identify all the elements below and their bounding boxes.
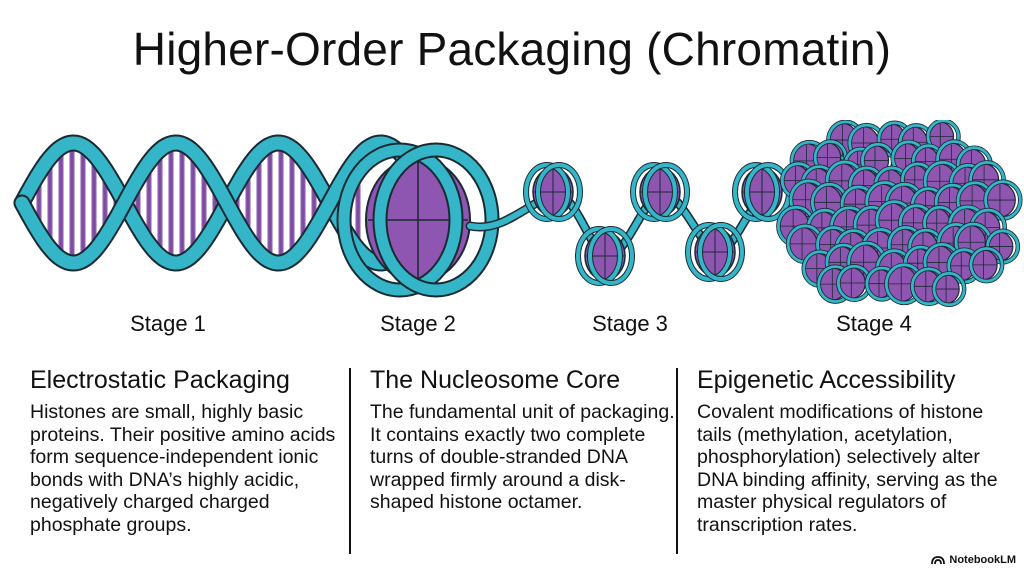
- bead-wrap: [686, 223, 732, 281]
- notebooklm-logo-icon: [931, 556, 946, 565]
- condensed-wrap: [932, 271, 966, 307]
- column-heading: The Nucleosome Core: [370, 366, 621, 394]
- bead-wrap: [588, 227, 634, 285]
- page-title: Higher-Order Packaging (Chromatin): [132, 23, 892, 75]
- stage-3-beads-on-string: [465, 162, 792, 286]
- stage-2-label: Stage 2: [380, 311, 456, 336]
- stage-4-condensed-chromatin: [776, 120, 1023, 308]
- stage-4-label: Stage 4: [836, 311, 912, 336]
- bead-wrap: [631, 163, 677, 221]
- brand-name: NotebookLM: [949, 554, 1016, 566]
- column-divider: [676, 368, 678, 554]
- bead-wrap: [576, 227, 622, 285]
- bead-wrap: [536, 163, 582, 221]
- column-heading: Electrostatic Packaging: [30, 366, 290, 394]
- column-nucleosome: The Nucleosome Core The fundamental unit…: [370, 366, 680, 514]
- bead-wrap: [733, 163, 779, 221]
- column-body: Covalent modifications of histone tails …: [697, 401, 998, 536]
- column-divider: [349, 368, 351, 554]
- bead-wrap: [643, 163, 689, 221]
- column-electrostatic: Electrostatic Packaging Histones are sma…: [30, 366, 340, 536]
- dna-wrap: [374, 144, 498, 296]
- bead-wrap: [698, 223, 744, 281]
- dna-strand-front: [15, 136, 425, 270]
- stage-1-double-helix: [13, 134, 427, 272]
- stage-3-label: Stage 3: [592, 311, 668, 336]
- chromatin-illustration: [13, 120, 1023, 308]
- condensed-wrap: [969, 247, 1004, 283]
- brand-watermark: NotebookLM: [931, 554, 1016, 566]
- column-heading: Epigenetic Accessibility: [697, 366, 956, 394]
- column-epigenetic: Epigenetic Accessibility Covalent modifi…: [697, 366, 1007, 536]
- stage-2-nucleosome: [336, 142, 500, 298]
- dna-wrap: [338, 144, 462, 296]
- column-body: The fundamental unit of packaging. It co…: [370, 401, 675, 513]
- column-body: Histones are small, highly basic protein…: [30, 401, 336, 536]
- stage-1-label: Stage 1: [130, 311, 206, 336]
- bead-wrap: [524, 163, 570, 221]
